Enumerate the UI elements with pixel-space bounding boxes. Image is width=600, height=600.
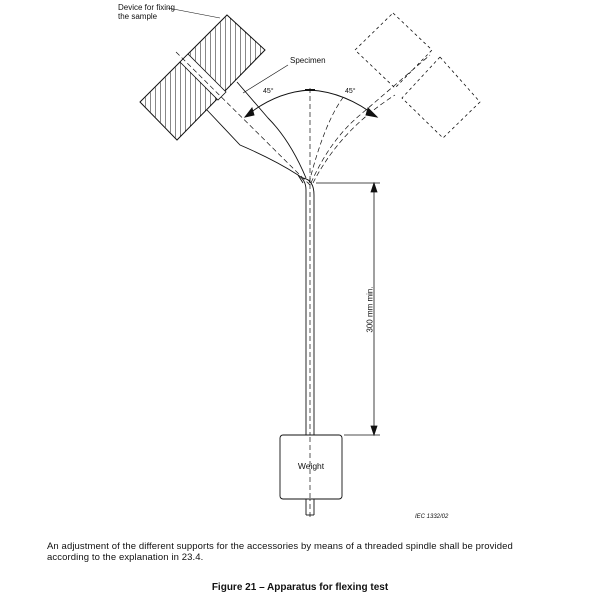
specimen-bent — [206, 81, 315, 516]
weight-label: Weight — [297, 461, 325, 471]
angle-right-label: 45° — [345, 88, 356, 95]
angle-arc — [243, 89, 379, 118]
specimen-label: Specimen — [290, 56, 326, 65]
figure-caption: An adjustment of the different supports … — [47, 541, 513, 563]
fixing-device-alt-position — [354, 12, 481, 139]
specimen-leader — [242, 64, 289, 94]
reference-label: IEC 1332/02 — [415, 514, 449, 520]
angle-left-label: 45° — [263, 88, 274, 95]
figure-title: Figure 21 – Apparatus for flexing test — [211, 582, 389, 593]
device-label: Device for fixing the sample — [118, 3, 175, 21]
weight-block — [279, 434, 343, 500]
dimension-line — [316, 181, 380, 437]
dimension-label: 300 mm min. — [365, 286, 375, 333]
device-leader — [167, 7, 221, 19]
fixing-device — [139, 14, 266, 141]
